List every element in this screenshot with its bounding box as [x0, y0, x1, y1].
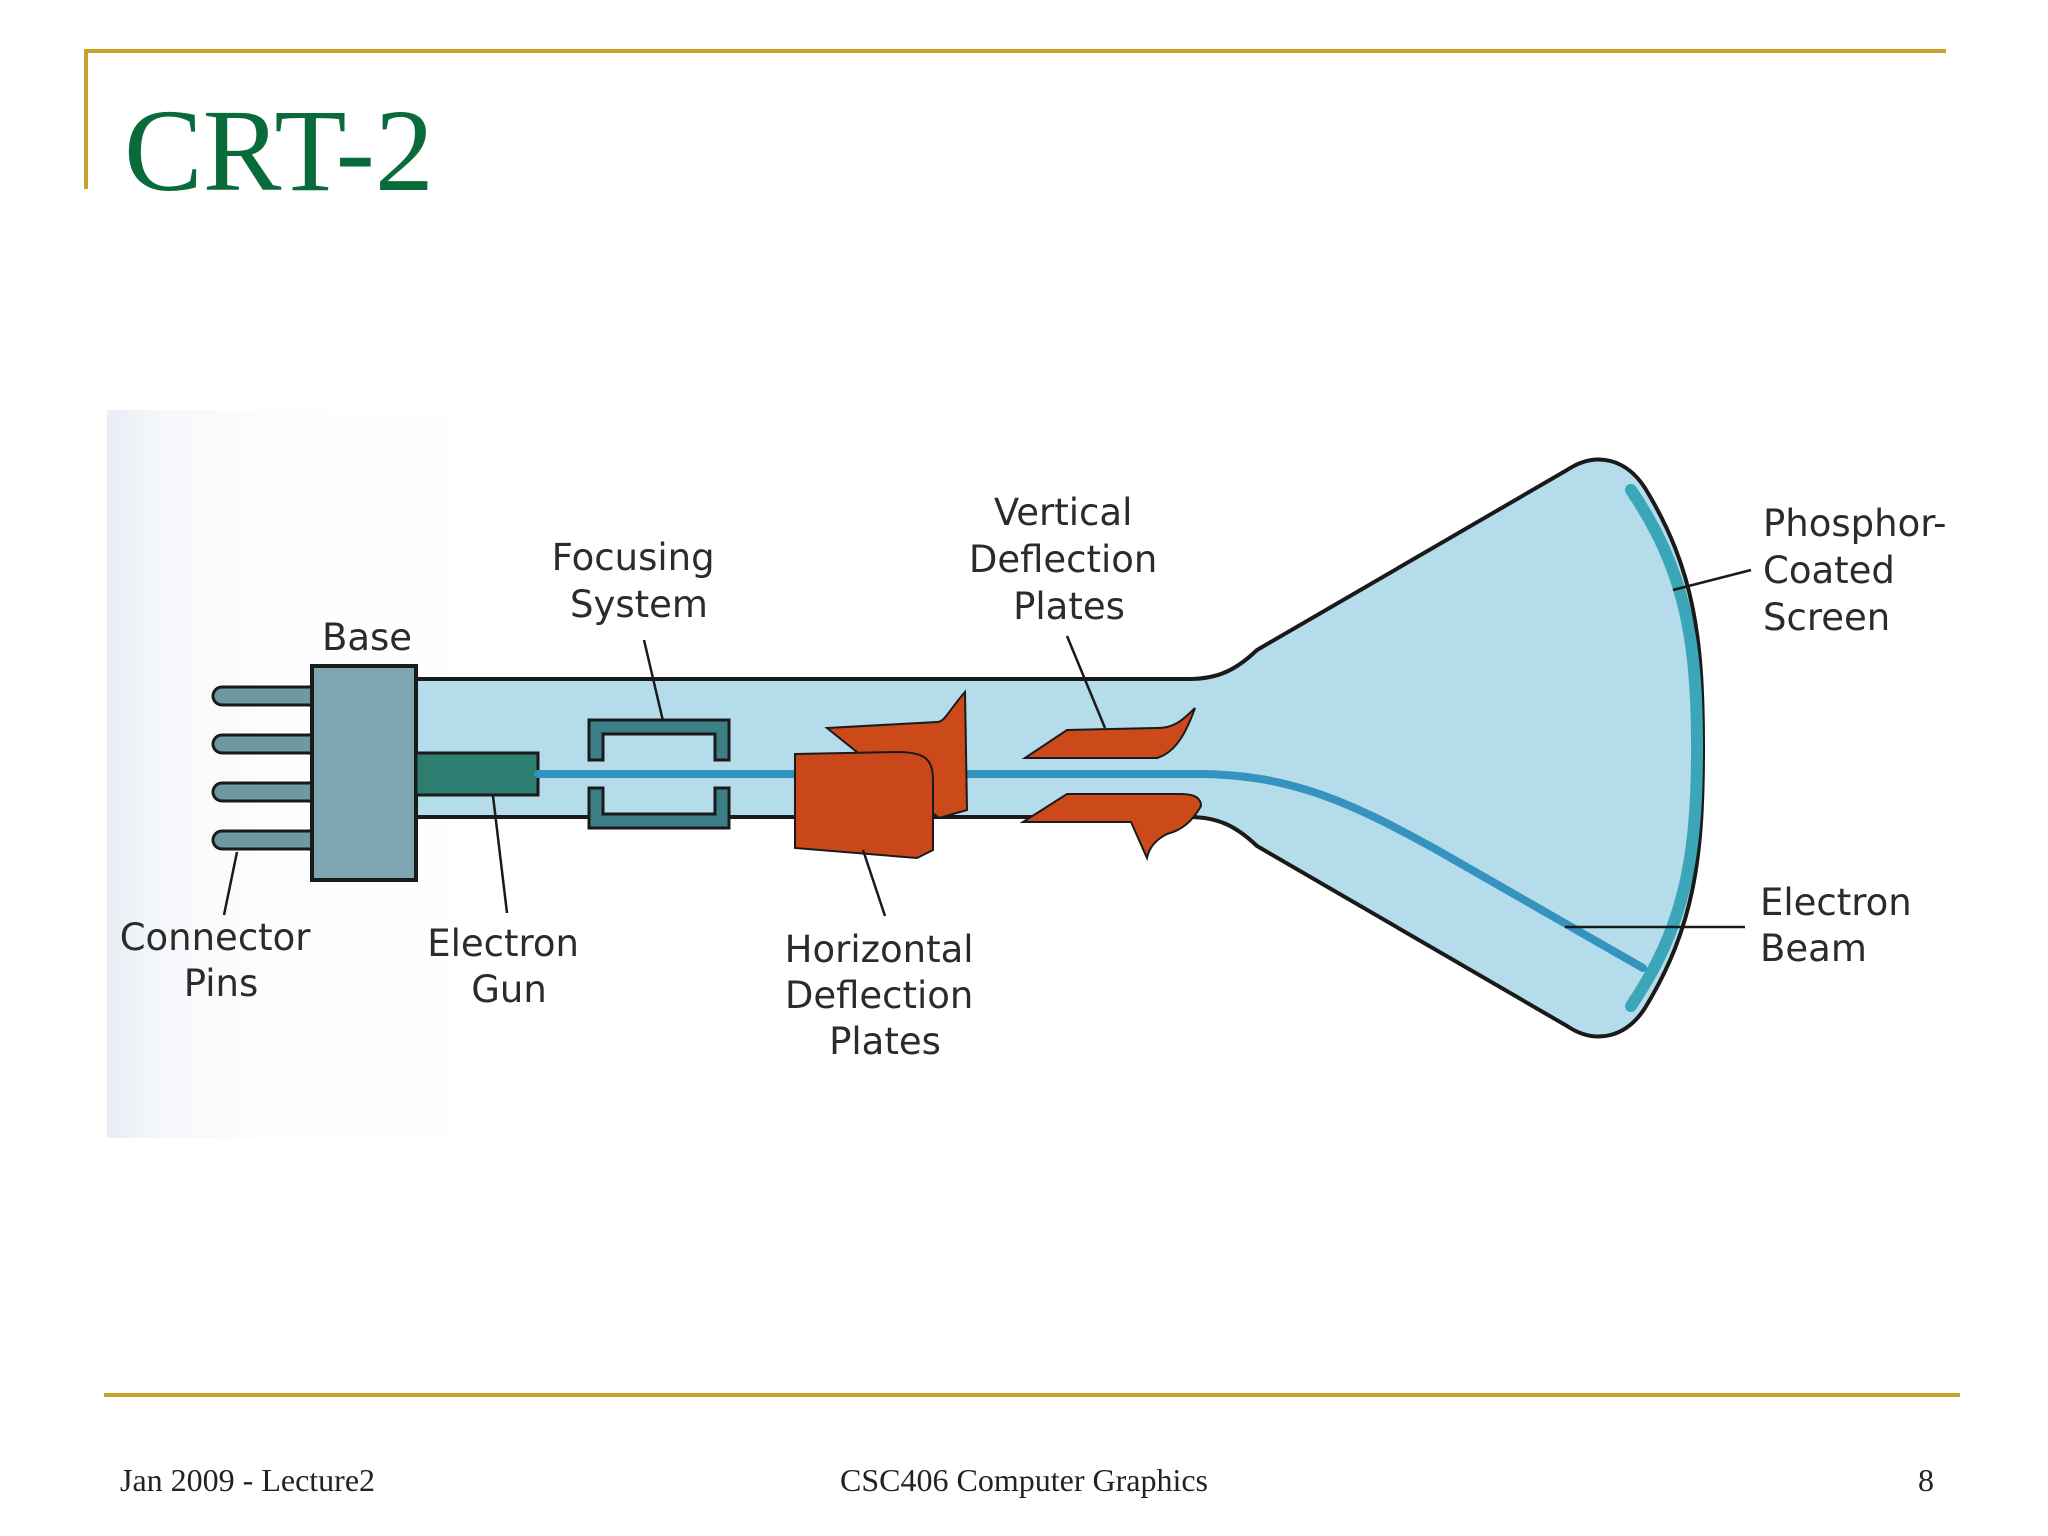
footer-page-number: 8 — [1918, 1462, 1934, 1498]
horizontal-plate-front — [794, 750, 934, 860]
label-vertical-deflection-plates: Vertical Deflection Plates — [969, 491, 1169, 628]
vertical-deflection-plates — [1019, 707, 1203, 862]
label-electron-beam: Electron Beam — [1760, 881, 1924, 970]
leader-horizontal — [861, 849, 887, 917]
label-focusing-system: Focusing System — [552, 536, 727, 626]
electron-gun — [414, 751, 540, 797]
label-phosphor-coated-screen: Phosphor- Coated Screen — [1763, 502, 1958, 639]
focusing-element-upper — [587, 718, 731, 762]
horizontal-deflection-plates — [794, 689, 969, 860]
left-rule — [84, 49, 88, 189]
top-rule — [84, 49, 1946, 53]
connector-pin — [211, 781, 325, 803]
slide-title: CRT-2 — [124, 85, 434, 216]
connector-pin — [211, 733, 325, 755]
leader-gun — [491, 795, 509, 914]
label-electron-gun: Electron Gun — [427, 922, 591, 1011]
leader-focusing — [642, 639, 665, 722]
vertical-plate-upper — [1021, 707, 1196, 759]
label-horizontal-deflection-plates: Horizontal Deflection Plates — [785, 928, 986, 1063]
leader-vertical — [1065, 635, 1107, 729]
tube-base — [310, 664, 418, 882]
crt-diagram: Base Focusing System Vertical Deflection… — [120, 457, 1958, 1063]
bottom-rule — [104, 1393, 1960, 1397]
label-connector-pins: Connector Pins — [120, 916, 323, 1005]
connector-pin — [211, 685, 325, 707]
connector-pin — [211, 829, 325, 851]
leader-connector — [222, 851, 239, 916]
leader-lines — [222, 568, 1752, 929]
phosphor-screen — [1625, 484, 1704, 1012]
vertical-plate-lower — [1019, 793, 1203, 862]
footer-date: Jan 2009 - Lecture2 — [120, 1462, 376, 1498]
leader-phosphor — [1672, 568, 1752, 592]
electron-beam — [534, 770, 1647, 972]
focusing-element-lower — [587, 786, 731, 830]
connector-pins — [211, 685, 325, 851]
label-base: Base — [322, 616, 412, 659]
footer-course: CSC406 Computer Graphics — [840, 1462, 1208, 1498]
focusing-system — [587, 718, 731, 830]
